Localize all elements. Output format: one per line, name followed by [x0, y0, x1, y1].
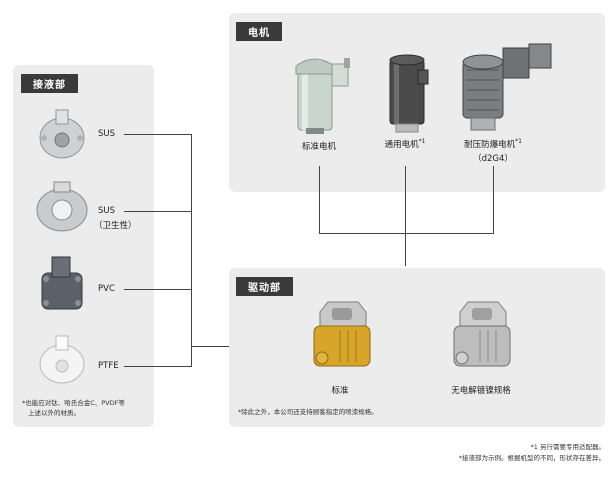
motor-label-explosion-proof: 耐压防爆电机*1 — [464, 138, 522, 150]
wetted-label-sus-sanitary-sub: （卫生性） — [94, 221, 137, 231]
footnote-example: *接液部为示例。根据机型的不同，形状存在差异。 — [458, 454, 605, 462]
connector-line — [319, 166, 320, 234]
wetted-label-ptfe: PTFE — [98, 361, 119, 371]
drive-label-standard: 标准 — [331, 386, 349, 396]
wetted-note: *也能应对钛、哈氏合金C、PVDF等 上述以外的材质。 — [22, 399, 125, 417]
connector-line — [191, 134, 192, 367]
connector-line — [493, 166, 494, 234]
connector-line — [124, 366, 192, 367]
explosion-proof-motor-image — [462, 43, 552, 131]
ptfe-wetted-image — [39, 335, 85, 384]
wetted-label-sus-sanitary: SUS — [98, 206, 116, 216]
general-motor-image — [389, 54, 429, 133]
motor-label-explosion-proof-sub: （d2G4） — [473, 154, 513, 164]
connector-line — [319, 233, 494, 234]
standard-drive-image — [313, 301, 371, 367]
wetted-label-pvc: PVC — [98, 284, 115, 294]
nickel-plated-drive-image — [453, 301, 511, 367]
pvc-wetted-image — [41, 256, 83, 310]
motor-title: 电机 — [236, 22, 282, 41]
footnote-adapter: *1 另行需要专用适配器。 — [530, 443, 605, 451]
connector-line — [124, 289, 192, 290]
drive-label-nickel-plated: 无电解镀镍规格 — [451, 386, 511, 396]
wetted-title: 接液部 — [21, 74, 78, 93]
sus-wetted-image — [39, 109, 85, 159]
connector-line — [124, 211, 192, 212]
sus-sanitary-wetted-image — [36, 181, 88, 232]
connector-line — [191, 346, 229, 347]
drive-note: *除此之外，本公司还支持顾客指定的喷漆规格。 — [238, 408, 378, 416]
wetted-label-sus: SUS — [98, 129, 116, 139]
motor-label-general: 通用电机*1 — [384, 138, 426, 150]
connector-line — [405, 166, 406, 266]
drive-title: 驱动部 — [236, 277, 293, 296]
connector-line — [124, 134, 192, 135]
motor-label-standard: 标准电机 — [301, 142, 337, 152]
standard-motor-image — [295, 58, 350, 134]
